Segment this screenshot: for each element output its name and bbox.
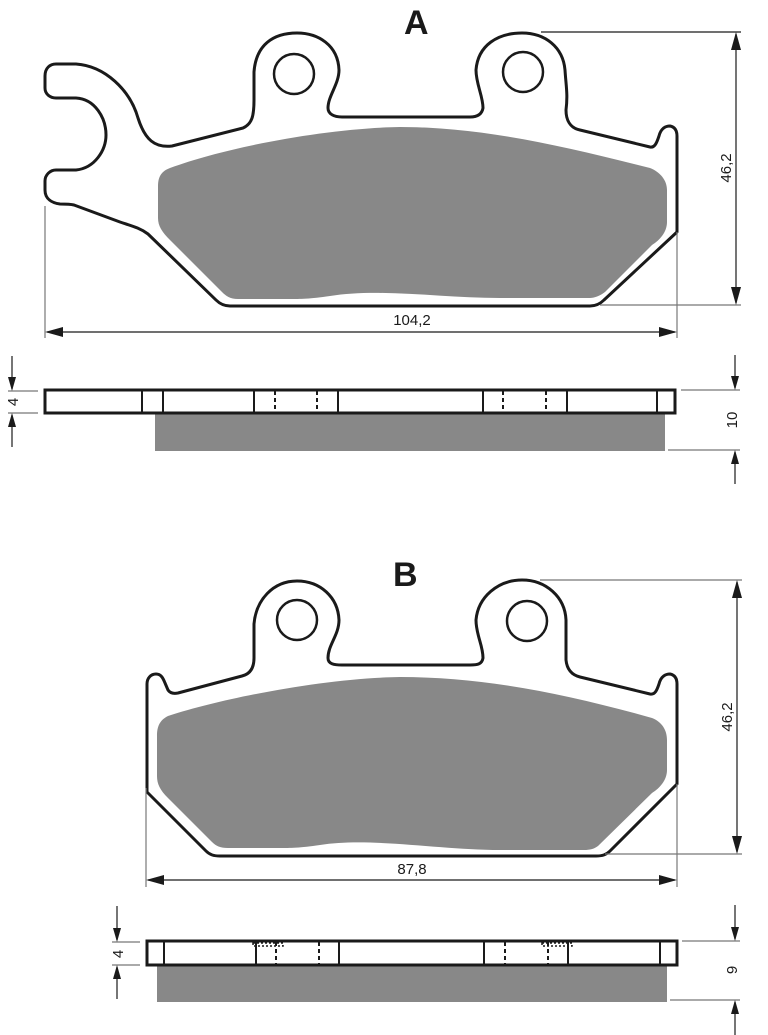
figure-b-total-thickness-value: 9 <box>724 966 741 974</box>
figure-a-label: A <box>404 4 429 42</box>
figure-b-height-dimension: 46,2 <box>540 579 742 855</box>
figure-b-side-friction <box>157 965 667 1002</box>
figure-b-width-value: 87,8 <box>397 861 426 878</box>
figure-b-width-dimension: 87,8 <box>145 784 678 887</box>
figure-a-total-thickness-value: 10 <box>724 412 741 429</box>
figure-a-total-thickness-dimension: 10 <box>668 355 741 484</box>
figure-a-mounting-hole-right <box>501 50 545 94</box>
figure-b-plate-thickness-dimension: 4 <box>110 906 140 999</box>
figure-a-mounting-hole-left <box>272 52 316 96</box>
figure-a-side-plate <box>43 388 677 415</box>
figure-a-width-value: 104,2 <box>393 312 431 329</box>
figure-b-side-plate <box>145 939 679 967</box>
figure-a-side-view <box>43 388 677 451</box>
figure-b-height-value: 46,2 <box>719 702 736 731</box>
figure-b-label: B <box>393 556 418 594</box>
figure-b: B 46,2 87,8 <box>110 556 742 1035</box>
figure-a: A 46,2 104,2 <box>5 4 741 484</box>
figure-b-friction-pad <box>157 677 667 850</box>
figure-a-width-dimension: 104,2 <box>44 206 678 338</box>
figure-a-plate-thickness-dimension: 4 <box>5 356 38 447</box>
figure-a-side-friction <box>155 413 665 451</box>
figure-b-mounting-hole-right <box>505 599 549 643</box>
figure-b-side-view <box>145 939 679 1002</box>
figure-b-total-thickness-dimension: 9 <box>670 905 741 1035</box>
figure-a-friction-pad <box>158 127 667 299</box>
figure-b-plate-thickness-value: 4 <box>110 950 127 958</box>
figure-a-height-dimension: 46,2 <box>541 31 741 306</box>
figure-b-mounting-hole-left <box>275 598 319 642</box>
figure-a-plate-thickness-value: 4 <box>5 398 22 406</box>
figure-a-height-value: 46,2 <box>718 153 735 182</box>
